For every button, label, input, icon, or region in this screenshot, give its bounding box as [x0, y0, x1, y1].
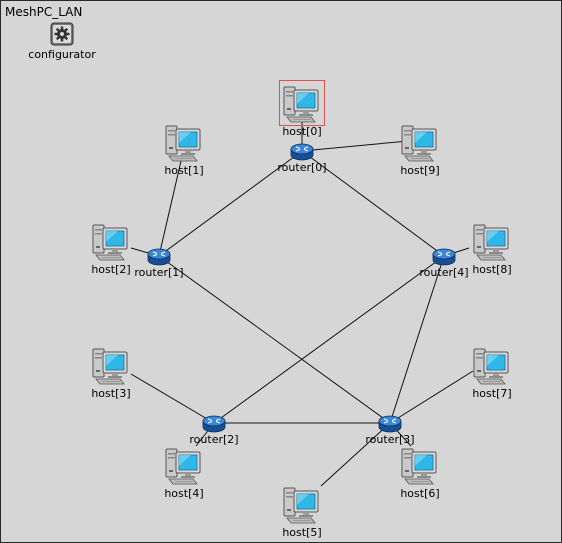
computer-icon: [281, 483, 323, 525]
host-label: host[9]: [400, 164, 440, 177]
host-label: host[0]: [282, 125, 322, 138]
link-router0-router4: [301, 150, 445, 257]
link-host7-router3: [389, 370, 474, 424]
router-label: router[4]: [419, 266, 469, 279]
link-router4-router2: [213, 255, 445, 424]
router-icon: [202, 414, 226, 434]
host-6[interactable]: host[6]: [390, 444, 450, 504]
host-label: host[5]: [282, 526, 322, 539]
host-4[interactable]: host[4]: [154, 444, 214, 504]
router-label: router[1]: [134, 266, 184, 279]
router-icon: [147, 247, 171, 267]
host-label: host[2]: [91, 263, 131, 276]
router-2[interactable]: router[2]: [179, 414, 249, 454]
host-label: host[3]: [91, 387, 131, 400]
computer-icon: [90, 344, 132, 386]
computer-icon: [471, 344, 513, 386]
host-7[interactable]: host[7]: [462, 344, 522, 404]
router-1[interactable]: router[1]: [124, 247, 194, 287]
router-label: router[3]: [365, 433, 415, 446]
gear-icon: [50, 22, 74, 46]
router-0[interactable]: router[0]: [267, 142, 337, 182]
router-icon: [432, 247, 456, 267]
host-5[interactable]: host[5]: [272, 483, 332, 543]
link-host3-router2: [130, 373, 215, 424]
router-4[interactable]: router[4]: [409, 247, 479, 287]
host-label: host[4]: [164, 487, 204, 500]
host-label: host[8]: [472, 263, 512, 276]
host-8[interactable]: host[8]: [462, 220, 522, 280]
host-2[interactable]: host[2]: [81, 220, 141, 280]
computer-icon: [399, 121, 441, 163]
router-label: router[0]: [277, 161, 327, 174]
router-icon: [290, 142, 314, 162]
network-title: MeshPC_LAN: [5, 5, 83, 19]
host-0[interactable]: host[0]: [272, 80, 332, 142]
configurator-label: configurator: [28, 48, 96, 61]
link-host1-router1: [158, 160, 182, 257]
host-1[interactable]: host[1]: [154, 121, 214, 181]
router-3[interactable]: router[3]: [355, 414, 425, 454]
host-3[interactable]: host[3]: [81, 344, 141, 404]
link-router4-router3: [389, 255, 445, 424]
link-host9-router0: [301, 140, 409, 152]
host-label: host[7]: [472, 387, 512, 400]
host-9[interactable]: host[9]: [390, 121, 450, 181]
configurator-module[interactable]: configurator: [12, 22, 112, 68]
router-icon: [378, 414, 402, 434]
host-label: host[6]: [400, 487, 440, 500]
link-host5-router3: [320, 422, 391, 487]
computer-icon: [279, 80, 325, 126]
host-label: host[1]: [164, 164, 204, 177]
link-router1-router3: [158, 255, 391, 424]
computer-icon: [163, 121, 205, 163]
router-label: router[2]: [189, 433, 239, 446]
link-router0-router1: [158, 150, 303, 257]
